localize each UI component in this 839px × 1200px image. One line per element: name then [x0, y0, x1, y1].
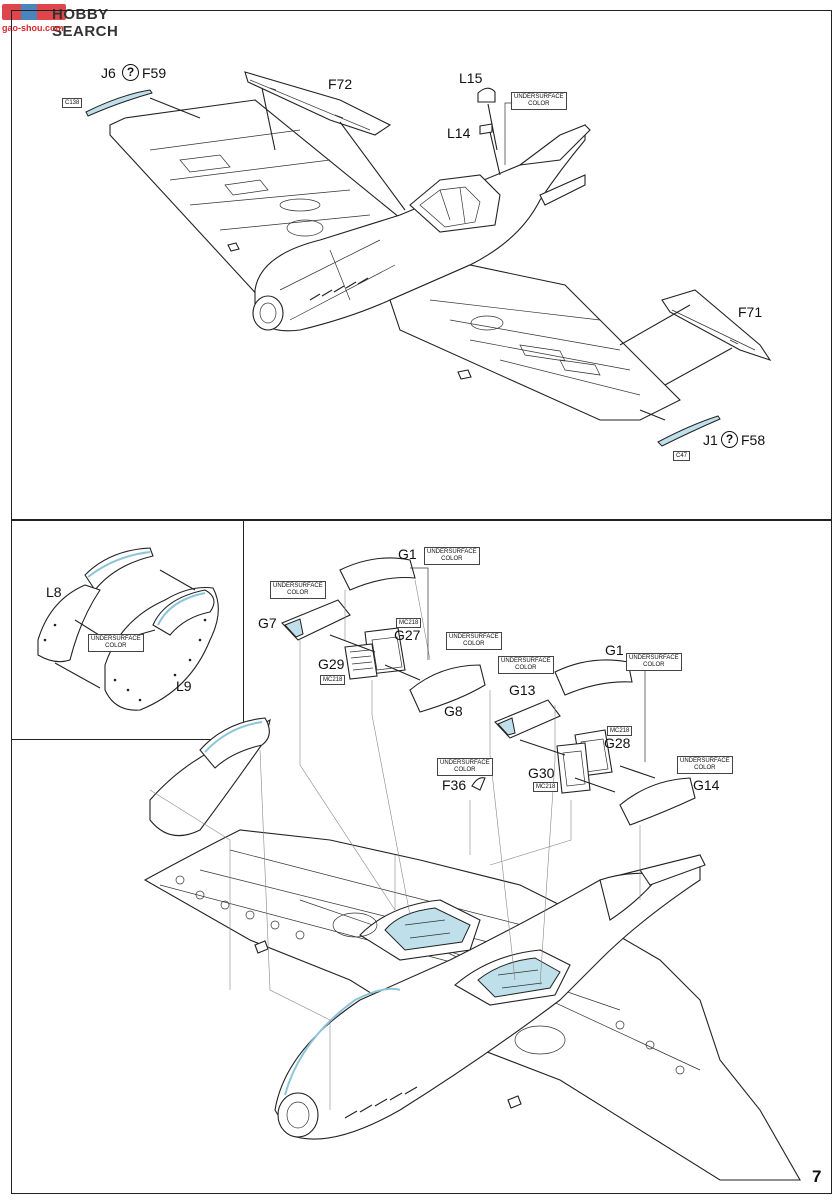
note-undersurface-f36: UNDERSURFACE COLOR	[437, 758, 493, 776]
label-g29: G29	[318, 656, 345, 672]
label-g13: G13	[509, 682, 536, 698]
watermark-logo: HOBBY SEARCH gao-shou.com	[2, 2, 157, 40]
label-g30: G30	[528, 765, 555, 781]
bottom-panel-frame	[11, 520, 832, 1194]
label-c138: C138	[62, 98, 83, 108]
label-g1-left: G1	[398, 546, 417, 562]
note-undersurface-g1-left: UNDERSURFACE COLOR	[424, 547, 480, 565]
note-undersurface-top: UNDERSURFACE COLOR	[511, 92, 567, 110]
top-panel-frame	[11, 10, 832, 520]
label-f71: F71	[738, 304, 763, 320]
note-undersurface-g7: UNDERSURFACE COLOR	[270, 581, 326, 599]
bottom-aircraft	[143, 557, 801, 1181]
label-l14: L14	[447, 125, 471, 141]
note-mc218-g30: MC218	[533, 782, 559, 792]
label-g28: G28	[604, 735, 631, 751]
label-g1-right: G1	[605, 642, 624, 658]
note-mc218-g29: MC218	[320, 675, 346, 685]
label-l9: L9	[176, 678, 192, 694]
label-l15: L15	[459, 70, 483, 86]
inset-cowling	[37, 547, 219, 711]
label-f58: F58	[741, 432, 766, 448]
question-mark-icon: ?	[122, 64, 139, 81]
top-aircraft	[85, 71, 772, 447]
label-l8: L8	[46, 584, 62, 600]
note-undersurface-g13: UNDERSURFACE COLOR	[498, 656, 554, 674]
label-c47: C47	[673, 451, 691, 461]
label-f36: F36	[442, 777, 467, 793]
note-mc218-g28: MC218	[607, 726, 633, 736]
note-undersurface-inset: UNDERSURFACE COLOR	[88, 634, 144, 652]
label-f59: F59	[142, 65, 167, 81]
label-f72: F72	[328, 76, 353, 92]
label-g7: G7	[258, 615, 277, 631]
question-mark-icon: ?	[721, 431, 738, 448]
label-g14: G14	[693, 777, 720, 793]
label-g8: G8	[444, 703, 463, 719]
note-mc218-g27: MC218	[396, 618, 422, 628]
label-g27: G27	[394, 627, 421, 643]
note-undersurface-g1-right: UNDERSURFACE COLOR	[626, 653, 682, 671]
note-undersurface-g14: UNDERSURFACE COLOR	[677, 756, 733, 774]
page-number: 7	[812, 1167, 822, 1186]
label-j1: J1	[703, 432, 718, 448]
inset-panel-frame	[11, 520, 244, 740]
logo-glyph-icon	[2, 2, 68, 22]
note-undersurface-g8: UNDERSURFACE COLOR	[446, 632, 502, 650]
label-j6: J6	[101, 65, 116, 81]
watermark-site: gao-shou.com	[2, 23, 64, 33]
